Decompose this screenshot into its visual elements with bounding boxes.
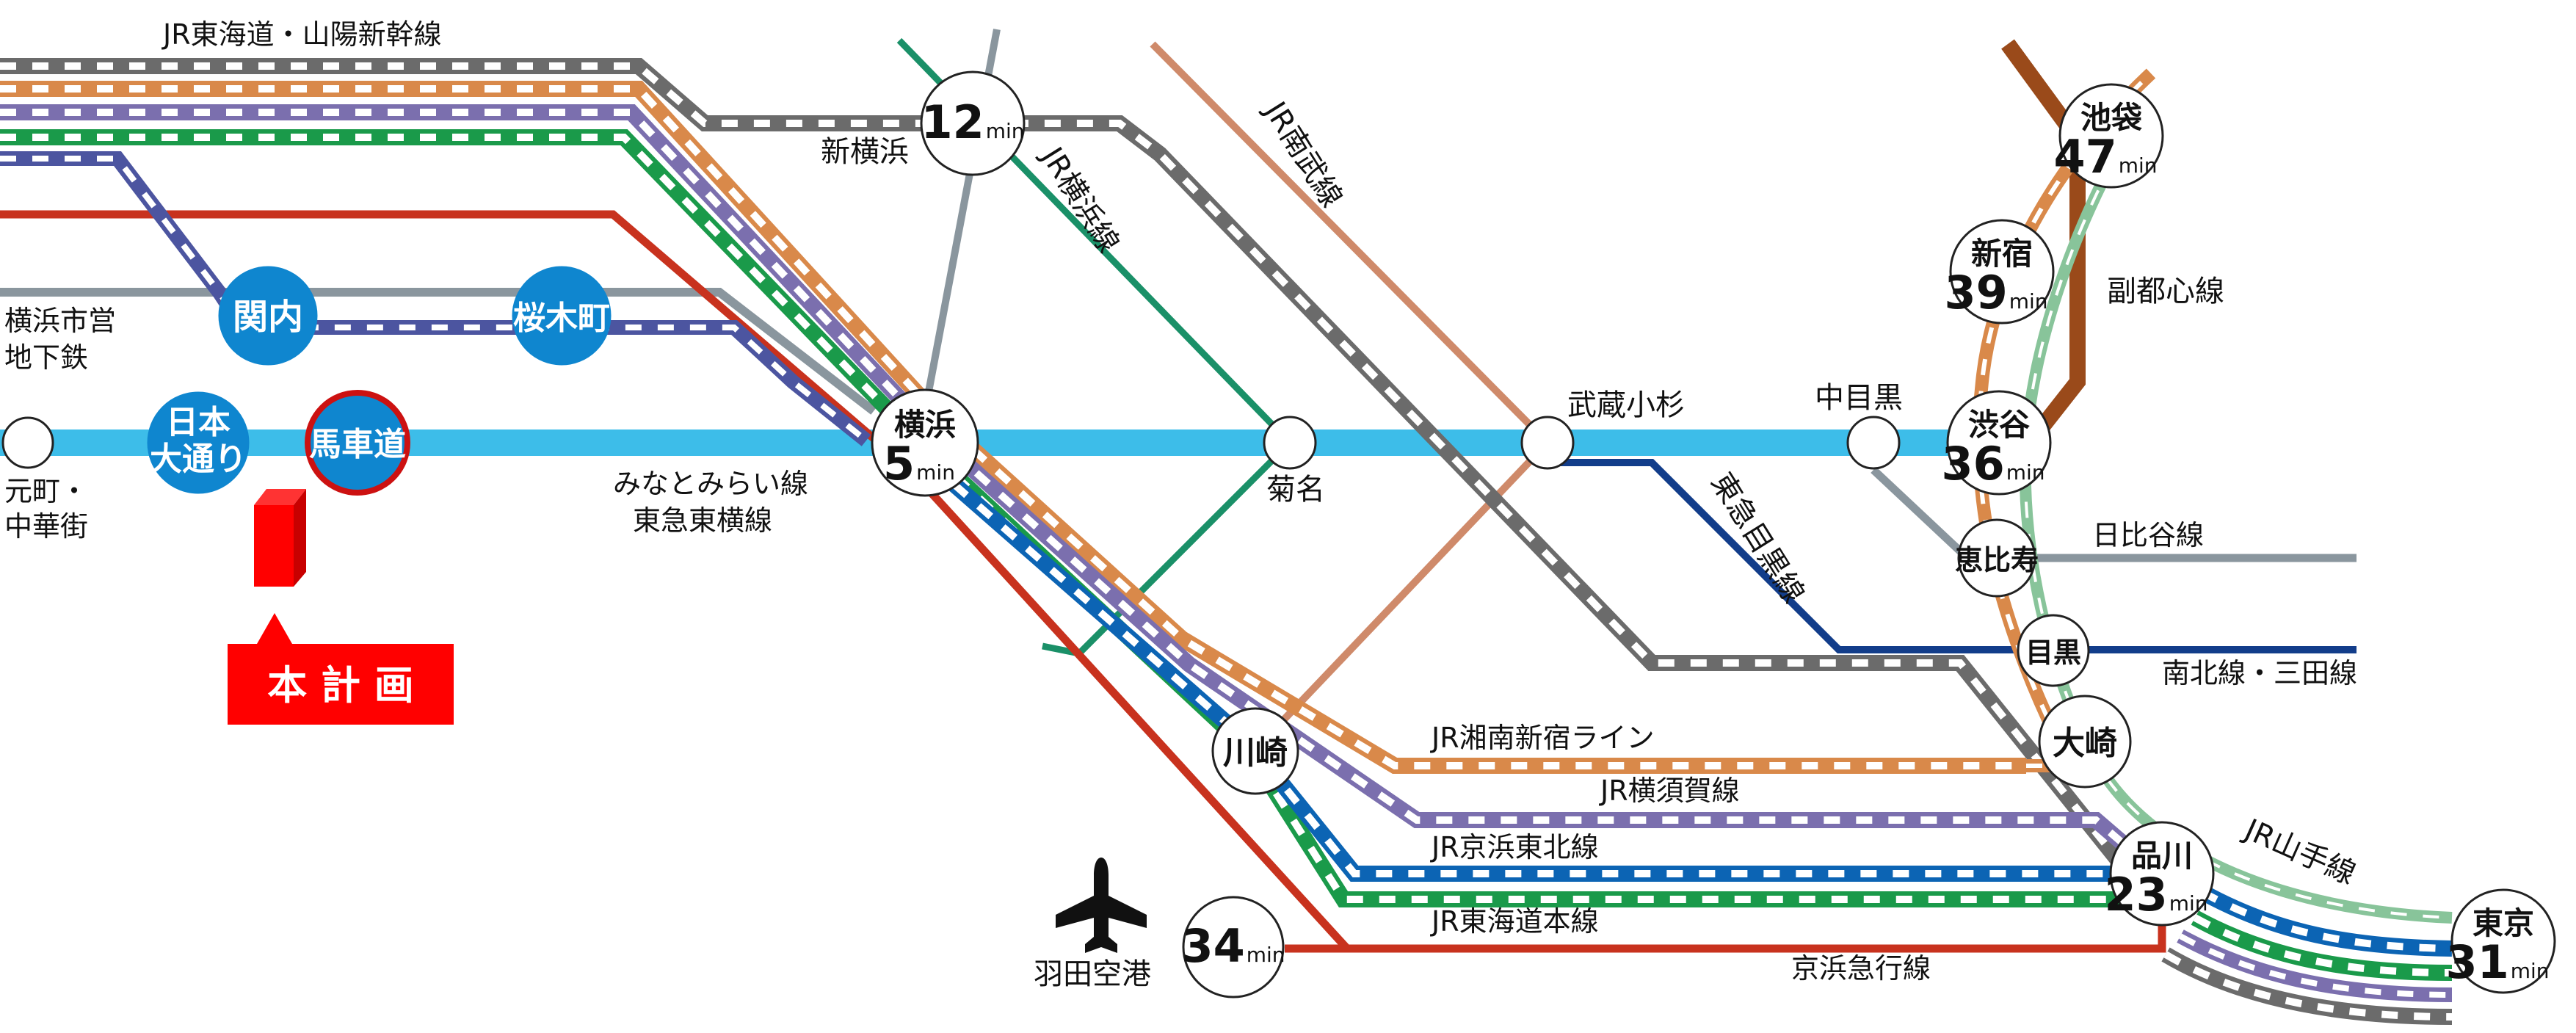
station-kikuna[interactable] xyxy=(1263,416,1317,470)
label-yokosuka: JR横須賀線 xyxy=(1599,775,1740,807)
label-fukutoshin: 副都心線 xyxy=(2107,275,2224,308)
station-name: 池袋 xyxy=(2080,100,2142,136)
label-musashikosugi: 武蔵小杉 xyxy=(1567,388,1685,422)
line-keihin-tohoku xyxy=(948,478,2129,882)
station-ebisu[interactable]: 恵比寿 xyxy=(1955,518,2039,598)
station-kawasaki[interactable]: 川崎 xyxy=(1211,707,1299,795)
station-name: 馬車道 xyxy=(309,426,406,463)
station-musashikosugi[interactable] xyxy=(1520,416,1575,470)
plan-callout: 本 計 画 xyxy=(228,613,454,725)
travel-time: 12min xyxy=(921,95,1024,149)
label-motomachi-2: 中華街 xyxy=(4,510,88,543)
line-fukutoshin xyxy=(2001,39,2086,438)
label-toyoko: 東急東横線 xyxy=(633,504,772,537)
plan-label: 本 計 画 xyxy=(267,662,414,708)
station-shin-yokohama[interactable]: 12min xyxy=(920,70,1026,176)
line-yamanote xyxy=(2019,159,2453,924)
line-yokohama xyxy=(896,37,1295,657)
travel-time: 31min xyxy=(2445,935,2549,989)
station-kannai[interactable]: 関内 xyxy=(218,266,318,366)
label-shinkansen: JR東海道・山陽新幹線 xyxy=(162,18,442,51)
station-meguro[interactable]: 目黒 xyxy=(2017,614,2090,687)
line-yokosuka xyxy=(0,104,2138,858)
station-motomachi[interactable] xyxy=(1,416,54,469)
label-minatomirai: みなとみらい線 xyxy=(613,468,808,500)
line-municipal-gray xyxy=(0,288,877,415)
travel-time: 34min xyxy=(1181,919,1285,973)
label-yokohama-line: JR横浜線 xyxy=(1034,139,1125,258)
station-name: 大崎 xyxy=(2053,725,2117,762)
station-name: 関内 xyxy=(233,297,303,338)
station-name: 目黒 xyxy=(2025,637,2081,669)
station-name: 品川 xyxy=(2131,838,2193,874)
station-haneda[interactable]: 34min xyxy=(1181,896,1285,998)
line-shonan-shinjuku xyxy=(0,81,2026,774)
label-municipal-subway-1: 横浜市営 xyxy=(4,305,116,337)
building-icon xyxy=(254,489,306,587)
airplane-icon xyxy=(1056,858,1147,953)
station-name: 渋谷 xyxy=(1968,407,2030,443)
label-kikuna: 菊名 xyxy=(1266,473,1325,507)
station-name-line1: 日本 xyxy=(166,404,231,441)
line-meguro xyxy=(1548,459,2357,653)
travel-time: 23min xyxy=(2104,868,2207,921)
station-osaki[interactable]: 大崎 xyxy=(2038,695,2132,789)
curve-shinkansen xyxy=(2161,947,2453,1025)
label-namboku-mita: 南北線・三田線 xyxy=(2162,657,2357,689)
label-municipal-subway-2: 地下鉄 xyxy=(4,341,88,374)
station-name: 横浜 xyxy=(894,407,956,443)
label-nakameguro: 中目黒 xyxy=(1815,381,1903,415)
station-nakameguro[interactable] xyxy=(1846,416,1901,470)
station-bashamichi[interactable]: 馬車道 xyxy=(305,390,410,496)
label-motomachi-1: 元町・ xyxy=(4,475,88,507)
station-name: 東京 xyxy=(2472,905,2534,941)
line-tokaido xyxy=(0,129,2129,907)
line-keikyu xyxy=(0,210,2166,953)
labels-layer: JR東海道・山陽新幹線 JR横浜線 JR南武線 横浜市営 地下鉄 みなとみらい線… xyxy=(4,18,2360,991)
line-nambu xyxy=(1150,41,1553,737)
station-name-line2: 大通り xyxy=(150,441,247,478)
station-name: 川崎 xyxy=(1223,734,1288,772)
label-tokaido: JR東海道本線 xyxy=(1430,905,1599,938)
station-name: 桜木町 xyxy=(513,300,610,337)
travel-time: 36min xyxy=(1941,437,2045,490)
station-name: 恵比寿 xyxy=(1955,544,2039,576)
travel-time: 5min xyxy=(883,437,955,490)
line-shinkansen xyxy=(0,58,2136,879)
curve-keihin-tohoku xyxy=(2198,885,2453,957)
label-shin-yokohama: 新横浜 xyxy=(821,135,909,169)
label-meguro-line: 東急目黒線 xyxy=(1705,467,1811,609)
station-name: 新宿 xyxy=(1971,236,2033,272)
curve-yokosuka xyxy=(2177,929,2453,1002)
station-sakuragicho[interactable]: 桜木町 xyxy=(512,266,612,366)
label-haneda: 羽田空港 xyxy=(1034,957,1151,991)
curve-tokaido xyxy=(2191,910,2453,981)
label-keihin-tohoku: JR京浜東北線 xyxy=(1430,831,1599,863)
label-shonan-shinjuku: JR湘南新宿ライン xyxy=(1430,722,1655,754)
travel-time: 47min xyxy=(2053,130,2157,184)
travel-time: 39min xyxy=(1944,266,2047,319)
label-keikyu: 京浜急行線 xyxy=(1791,952,1931,985)
label-hibiya: 日比谷線 xyxy=(2092,519,2204,551)
